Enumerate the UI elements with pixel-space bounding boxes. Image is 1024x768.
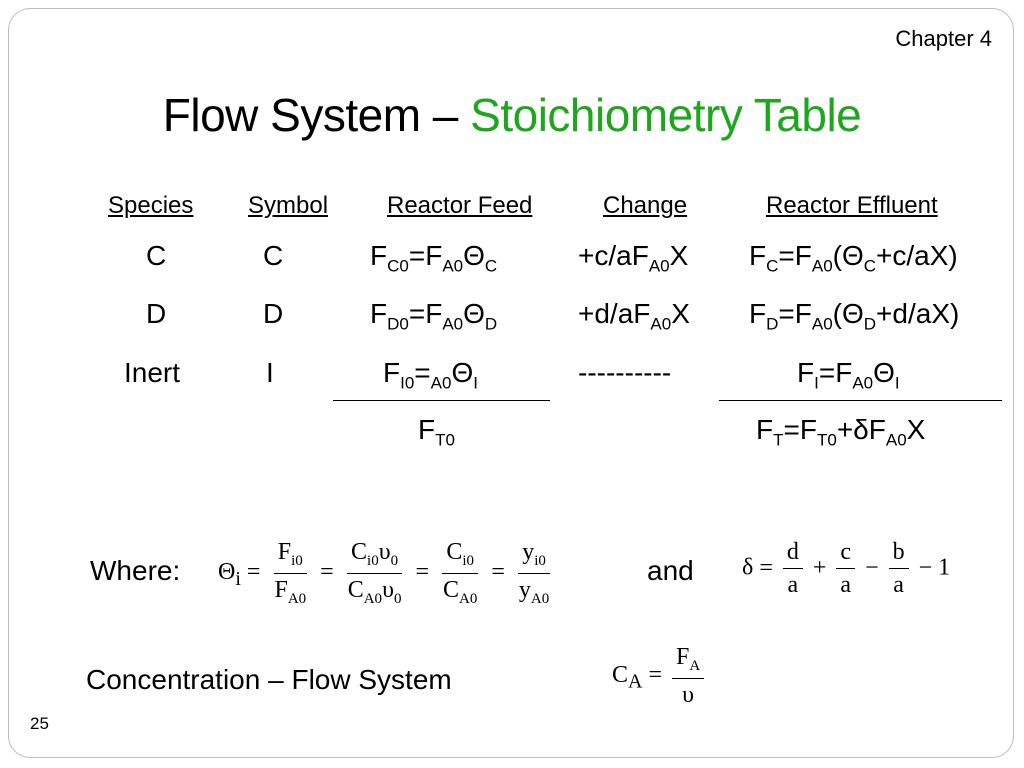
row-c-symbol: C	[263, 240, 284, 271]
header-symbol: Symbol	[248, 192, 329, 219]
row-c-species: C	[146, 240, 167, 271]
row-d-symbol: D	[263, 298, 284, 329]
feed-sum-rule	[333, 400, 550, 401]
total-feed: FT0	[418, 414, 455, 450]
slide-frame	[8, 8, 1014, 758]
where-label: Where:	[90, 555, 181, 586]
title-accent: Stoichiometry Table	[470, 89, 862, 141]
row-d-feed: FD0=FA0ΘD	[370, 298, 498, 334]
row-d-effluent: FD=FA0(ΘD+d/aX)	[749, 298, 960, 334]
slide-title: Flow System – Stoichiometry Table	[0, 88, 1024, 142]
row-d-species: D	[146, 298, 167, 329]
header-species: Species	[108, 192, 194, 219]
row-inert-change: ----------	[578, 357, 672, 388]
concentration-label: Concentration – Flow System	[86, 664, 452, 695]
chapter-label: Chapter 4	[895, 26, 992, 51]
row-inert-effluent: FI=FA0ΘI	[797, 357, 900, 393]
page-number: 25	[30, 714, 49, 733]
row-c-effluent: FC=FA0(ΘC+c/aX)	[749, 240, 958, 276]
and-label: and	[647, 555, 694, 586]
header-reactor-effluent: Reactor Effluent	[766, 192, 938, 219]
row-c-change: +c/aFA0X	[578, 240, 689, 276]
title-main: Flow System –	[162, 89, 471, 141]
header-change: Change	[603, 192, 688, 219]
total-effluent: FT=FT0+δFA0X	[756, 414, 926, 450]
row-c-feed: FC0=FA0ΘC	[370, 240, 498, 276]
row-inert-feed: FI0=A0ΘI	[383, 357, 478, 393]
row-d-change: +d/aFA0X	[578, 298, 690, 334]
row-inert-symbol: I	[266, 357, 274, 388]
header-reactor-feed: Reactor Feed	[387, 192, 533, 219]
effluent-sum-rule	[719, 400, 1002, 401]
row-inert-species: Inert	[124, 357, 181, 388]
